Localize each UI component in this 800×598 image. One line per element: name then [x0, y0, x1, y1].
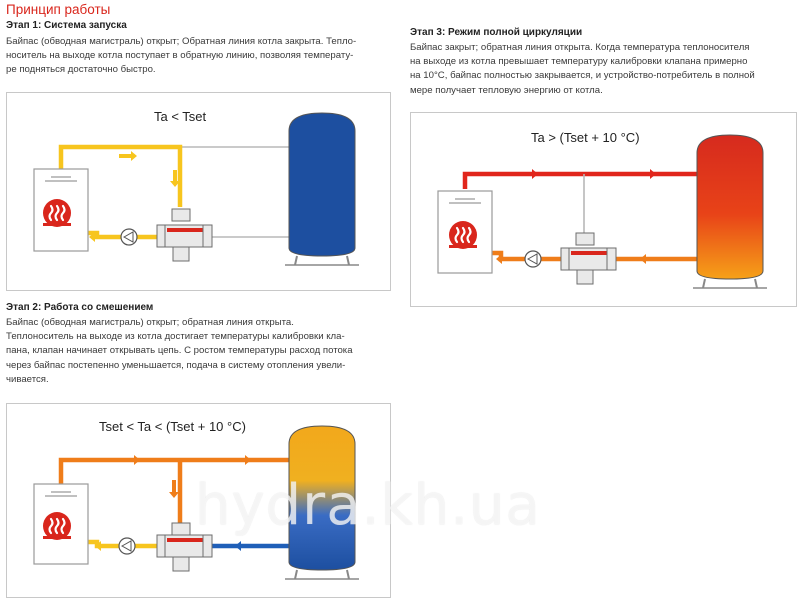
stage1-diagram: Ta < Tset: [6, 92, 391, 291]
stage3-line: мере получает тепловую энергию от котла.: [410, 84, 603, 96]
stage1-line: Байпас (обводная магистраль) открыт; Обр…: [6, 36, 357, 47]
stage1-heading: Этап 1: Система запуска: [6, 20, 127, 31]
stage2-line: пана, клапан начинает открывать цепь. С …: [6, 345, 353, 357]
stage2-formula: Tset < Ta < (Tset + 10 °C): [99, 419, 246, 434]
stage3-formula: Ta > (Tset + 10 °C): [531, 130, 640, 145]
stage1-line: носитель на выходе котла поступает в обр…: [6, 50, 354, 62]
stage2-line: чивается.: [6, 373, 49, 385]
pump-icon: [120, 228, 138, 246]
warm-flow-pipe: [58, 457, 289, 524]
pump-icon: [524, 250, 542, 268]
heat-waves-icon: [48, 517, 66, 535]
stage3-diagram: Ta > (Tset + 10 °C): [410, 112, 797, 307]
heat-waves-icon: [48, 204, 66, 222]
stage2-description: Байпас (обводная магистраль) открыт; обр…: [6, 316, 391, 387]
stage3-heading: Этап 3: Режим полной циркуляции: [410, 27, 583, 38]
mixing-valve-icon: [156, 522, 213, 572]
stage3-line: Байпас закрыт; обратная линия открыта. К…: [410, 42, 750, 53]
boiler-icon: [33, 168, 89, 252]
stage1-formula: Ta < Tset: [154, 109, 207, 124]
watermark: hydra.kh.ua: [195, 473, 541, 538]
mixing-valve-icon: [156, 208, 213, 262]
stage2-line: через байпас постепенно уменьшается, под…: [6, 359, 346, 371]
boiler-icon: [437, 190, 493, 274]
flow-arrow-icon: [89, 151, 180, 242]
inactive-pipe: [180, 146, 289, 238]
stage1-line: ре подняться достаточно быстро.: [6, 64, 156, 76]
storage-tank-icon: [285, 425, 359, 580]
page-title: Принцип работы: [6, 2, 111, 17]
stage3-line: на 10°C, байпас полностью закрывается, и…: [410, 70, 755, 82]
hot-flow-pipe: [462, 171, 697, 233]
stage2-diagram: Tset < Ta < (Tset + 10 °C): [6, 403, 391, 598]
boiler-icon: [33, 483, 89, 565]
stage2-line: Теплоноситель на выходе из котла достига…: [6, 331, 345, 343]
stage1-description: Байпас (обводная магистраль) открыт; Обр…: [6, 35, 391, 78]
storage-tank-icon: [693, 134, 767, 289]
pump-icon: [118, 537, 136, 555]
heat-waves-icon: [454, 226, 472, 244]
flow-arrow-icon: [95, 455, 253, 551]
mixing-valve-icon: [560, 232, 617, 285]
stage3-description: Байпас закрыт; обратная линия открыта. К…: [410, 41, 800, 98]
stage2-heading: Этап 2: Работа со смешением: [6, 302, 154, 313]
flow-arrow-icon: [496, 169, 658, 264]
stage2-line: Байпас (обводная магистраль) открыт; обр…: [6, 317, 294, 328]
stage3-line: на выходе из котла превышает температуру…: [410, 56, 748, 68]
storage-tank-icon: [285, 112, 359, 266]
